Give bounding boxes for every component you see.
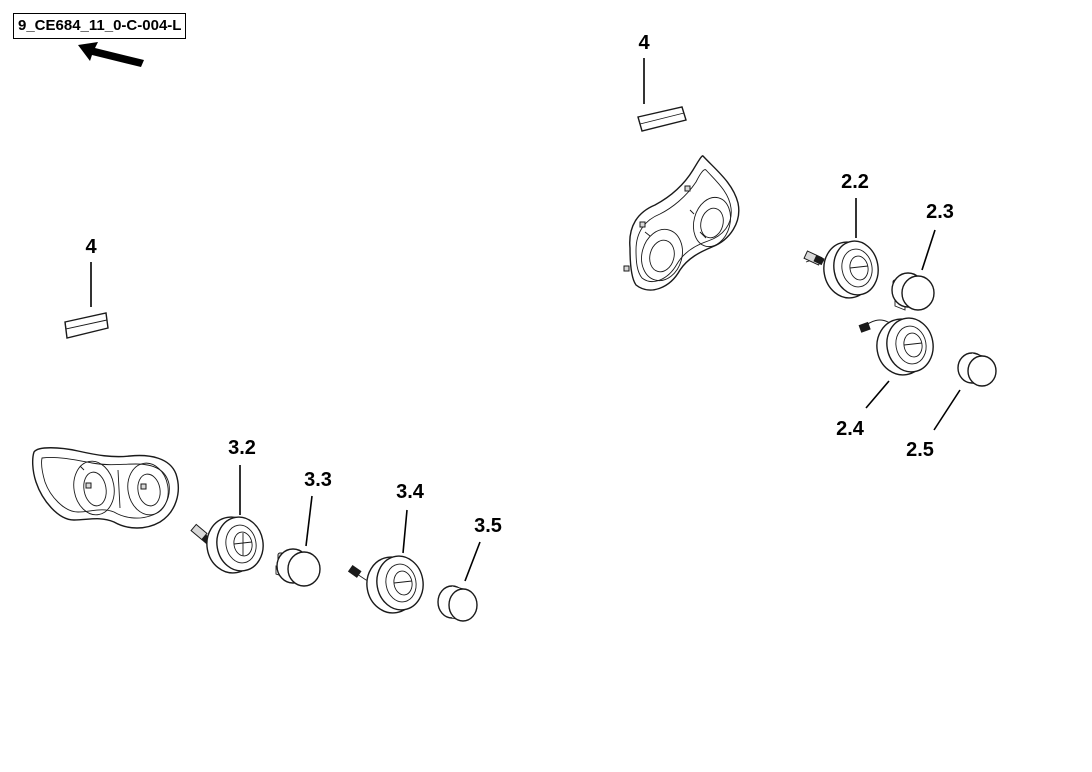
leader-line — [933, 389, 961, 431]
headlamp-housing-left — [31, 447, 179, 529]
leader-line — [865, 380, 890, 409]
diagram-reference-code: 9_CE684_11_0-C-004-L — [13, 13, 187, 39]
callout-3-2: 3.2 — [228, 437, 256, 459]
headlamp-housing-right — [623, 155, 740, 291]
part-2-4 — [858, 317, 934, 376]
leader-line — [464, 541, 481, 582]
callout-4-right: 4 — [638, 32, 650, 54]
callout-3-5: 3.5 — [474, 515, 502, 537]
part-3-2 — [190, 516, 264, 574]
part-2-2 — [803, 240, 879, 299]
direction-arrow-icon — [78, 42, 144, 67]
callout-2-4: 2.4 — [836, 418, 865, 440]
callout-4-left: 4 — [85, 236, 97, 258]
part-2-5 — [957, 352, 997, 387]
part-4-left — [64, 312, 109, 339]
callout-3-4: 3.4 — [396, 481, 425, 503]
part-3-5 — [437, 585, 478, 622]
callout-2-5: 2.5 — [906, 439, 934, 461]
callout-2-3: 2.3 — [926, 201, 954, 223]
part-4-right — [637, 106, 687, 132]
part-3-3 — [275, 548, 321, 587]
callout-3-3: 3.3 — [304, 469, 332, 491]
leader-line — [402, 509, 408, 554]
callout-2-2: 2.2 — [841, 171, 869, 193]
part-3-4 — [347, 555, 424, 614]
leader-line — [305, 495, 313, 547]
part-2-3 — [891, 272, 935, 311]
leader-line — [921, 229, 936, 271]
